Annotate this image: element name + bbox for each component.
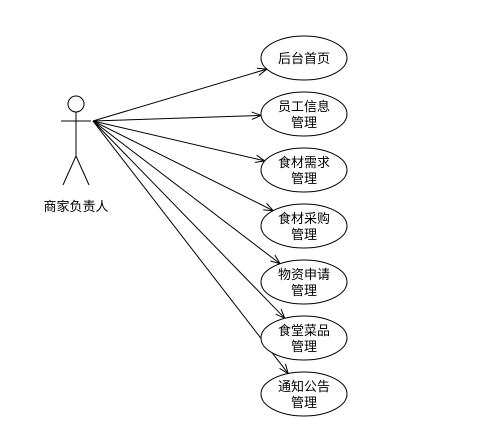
use-case-ellipse bbox=[260, 259, 348, 305]
use-case-label: 食材需求 bbox=[278, 155, 330, 171]
use-case-ellipse bbox=[260, 315, 348, 361]
association-line bbox=[92, 120, 265, 162]
association-line bbox=[92, 114, 262, 122]
association-line bbox=[92, 120, 289, 374]
use-case-ellipse bbox=[260, 35, 348, 81]
association-line bbox=[92, 120, 274, 212]
actor-label: 商家负责人 bbox=[43, 199, 108, 215]
use-case-label: 后台首页 bbox=[278, 52, 330, 67]
use-case-label: 通知公告 bbox=[278, 379, 330, 395]
use-case-ellipse bbox=[260, 371, 348, 417]
use-case-label: 物资申请 bbox=[278, 268, 330, 283]
actor-right-leg bbox=[75, 155, 90, 186]
use-case-label: 食堂菜品 bbox=[278, 323, 330, 339]
use-case-label: 员工信息 bbox=[278, 99, 330, 115]
use-case-label: 管理 bbox=[291, 116, 317, 131]
actor: 商家负责人 bbox=[43, 95, 109, 215]
use-case: 后台首页 bbox=[260, 35, 348, 81]
association-line bbox=[92, 120, 281, 265]
use-case-ellipse bbox=[260, 91, 348, 137]
use-case-label: 食材采购 bbox=[278, 211, 330, 227]
actor-left-leg bbox=[62, 155, 77, 186]
use-case-label: 管理 bbox=[291, 228, 317, 243]
use-case-label: 管理 bbox=[291, 172, 317, 187]
use-case-ellipse bbox=[260, 147, 348, 193]
use-case-label: 管理 bbox=[291, 284, 317, 299]
associations bbox=[92, 67, 290, 375]
use-case-ellipse bbox=[260, 203, 348, 249]
use-case-label: 管理 bbox=[291, 396, 317, 411]
actor-head-icon bbox=[67, 95, 85, 113]
use-case-label: 管理 bbox=[291, 340, 317, 355]
association-line bbox=[92, 120, 286, 319]
association-line bbox=[92, 68, 268, 122]
